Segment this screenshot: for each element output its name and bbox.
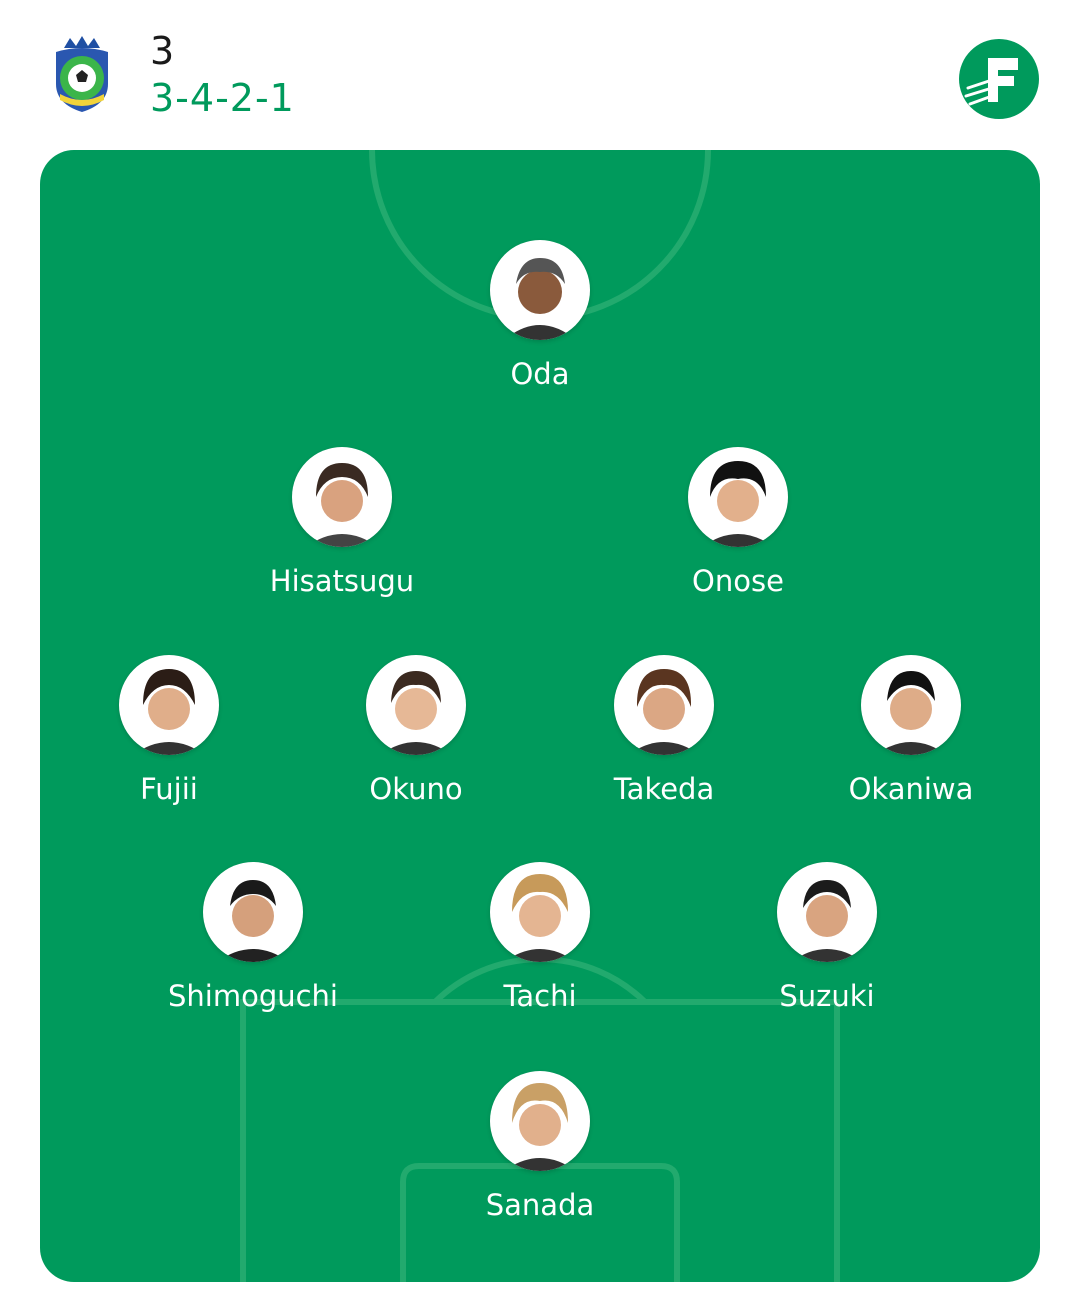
player-okuno[interactable]: Okuno (296, 655, 536, 807)
player-photo-icon (490, 862, 590, 962)
pitch: Oda Hisatsugu Onose Fujii Okuno (40, 150, 1040, 1282)
player-photo-icon (861, 655, 961, 755)
formation-label: 3-4-2-1 (150, 76, 295, 120)
player-photo-icon (490, 240, 590, 340)
player-photo-icon (119, 655, 219, 755)
player-photo-icon (366, 655, 466, 755)
player-name: Suzuki (779, 979, 875, 1013)
team-crest-icon[interactable] (50, 34, 114, 114)
player-photo-icon (292, 447, 392, 547)
player-photo-icon (614, 655, 714, 755)
player-name: Shimoguchi (167, 979, 338, 1013)
player-tachi[interactable]: Tachi (420, 862, 660, 1014)
player-sanada[interactable]: Sanada (420, 1071, 660, 1223)
player-photo-icon (777, 862, 877, 962)
player-name: Okuno (369, 772, 463, 806)
player-onose[interactable]: Onose (618, 447, 858, 599)
fotmob-logo-icon[interactable] (958, 38, 1040, 120)
player-photo-icon (203, 862, 303, 962)
player-photo-icon (688, 447, 788, 547)
player-shimoguchi[interactable]: Shimoguchi (133, 862, 373, 1014)
player-photo-icon (490, 1071, 590, 1171)
player-name: Tachi (503, 979, 577, 1013)
player-takeda[interactable]: Takeda (544, 655, 784, 807)
player-oda[interactable]: Oda (420, 240, 660, 392)
player-name: Hisatsugu (269, 564, 415, 598)
team-score: 3 (150, 29, 175, 73)
player-name: Sanada (485, 1188, 595, 1222)
player-name: Okaniwa (848, 772, 974, 806)
player-okaniwa[interactable]: Okaniwa (791, 655, 1031, 807)
player-name: Takeda (613, 772, 715, 806)
player-name: Fujii (140, 772, 198, 806)
player-fujii[interactable]: Fujii (49, 655, 289, 807)
player-suzuki[interactable]: Suzuki (707, 862, 947, 1014)
player-hisatsugu[interactable]: Hisatsugu (222, 447, 462, 599)
player-name: Oda (510, 357, 570, 391)
player-name: Onose (692, 564, 784, 598)
